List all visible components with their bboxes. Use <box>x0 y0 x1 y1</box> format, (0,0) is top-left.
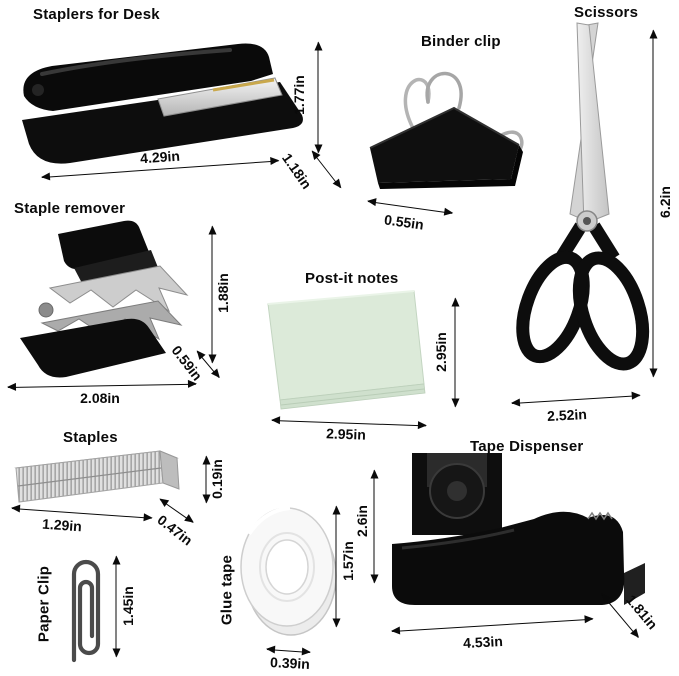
scissors-label: Scissors <box>574 4 639 21</box>
scissors-height-arrow <box>652 30 654 377</box>
postit-width-dim: 2.95in <box>325 425 367 443</box>
postit-label: Post-it notes <box>305 270 399 287</box>
tape-dispenser-height-dim: 2.6in <box>354 505 370 537</box>
scissors-height-dim: 6.2in <box>657 186 673 218</box>
tape-dispenser-height-arrow <box>373 470 375 583</box>
binder-clip-label: Binder clip <box>421 33 501 50</box>
paper-clip-height-dim: 1.45in <box>120 586 136 626</box>
scissors-figure <box>515 18 650 395</box>
glue-tape-illustration <box>240 506 337 636</box>
scissors-width-dim: 2.52in <box>546 405 588 425</box>
stapler-figure <box>8 22 308 187</box>
binder-clip-width-dim: 0.55in <box>383 211 425 233</box>
staples-height-arrow <box>205 456 207 503</box>
paper-clip-height-arrow <box>115 556 117 657</box>
tape-dispenser-illustration <box>392 453 645 605</box>
glue-tape-height-arrow <box>335 506 337 627</box>
binder-clip-figure <box>362 50 532 205</box>
glue-tape-label: Glue tape <box>218 554 236 626</box>
paper-clip-illustration <box>71 559 101 663</box>
stapler-depth-arrow <box>311 151 341 189</box>
staple-remover-height-arrow <box>211 226 213 363</box>
postit-height-arrow <box>454 298 456 407</box>
staple-remover-illustration <box>20 220 189 378</box>
staples-height-dim: 0.19in <box>209 459 225 499</box>
postit-figure <box>260 286 430 419</box>
scissors-illustration <box>516 22 650 371</box>
glue-tape-height-dim: 1.57in <box>340 541 356 581</box>
scissors-width-arrow <box>511 395 640 404</box>
stapler-length-dim: 4.29in <box>139 147 181 167</box>
tape-dispenser-label: Tape Dispenser <box>470 438 584 455</box>
staple-remover-label: Staple remover <box>14 200 126 217</box>
staples-label: Staples <box>63 429 118 446</box>
staples-illustration <box>14 450 180 503</box>
tape-dispenser-figure <box>382 447 660 630</box>
glue-tape-figure <box>238 496 340 651</box>
staples-figure <box>8 442 198 517</box>
paper-clip-label: Paper Clip <box>35 565 53 643</box>
postit-height-dim: 2.95in <box>433 332 449 372</box>
stapler-height-arrow <box>317 42 319 153</box>
postit-illustration <box>267 290 426 410</box>
staple-remover-height-dim: 1.88in <box>215 273 231 313</box>
binder-clip-illustration <box>369 71 524 189</box>
staple-remover-width-dim: 2.08in <box>80 390 120 406</box>
stapler-height-dim: 1.77in <box>291 75 307 115</box>
glue-tape-width-arrow <box>266 649 310 653</box>
stapler-label: Staplers for Desk <box>33 6 160 23</box>
staple-remover-figure <box>8 218 208 385</box>
glue-tape-width-dim: 0.39in <box>269 653 311 673</box>
tape-dispenser-length-dim: 4.53in <box>462 632 504 652</box>
paper-clip-figure <box>58 548 113 671</box>
staples-width-dim: 1.29in <box>41 515 83 535</box>
stapler-illustration <box>22 43 303 164</box>
